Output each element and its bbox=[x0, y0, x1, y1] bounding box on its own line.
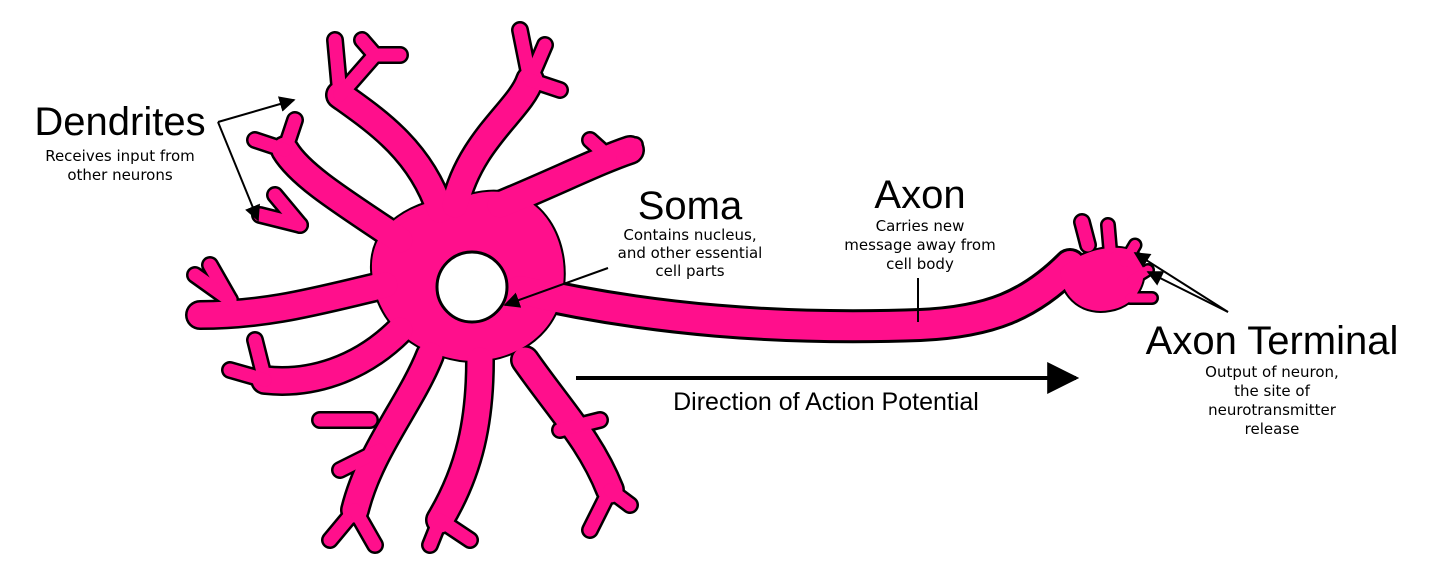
axon-desc-line-3: cell body bbox=[886, 255, 954, 273]
soma-title: Soma bbox=[638, 184, 743, 228]
axon-terminal-title: Axon Terminal bbox=[1146, 319, 1399, 363]
neuron-shape bbox=[185, 21, 1159, 554]
soma-desc-line-1: Contains nucleus, bbox=[623, 226, 756, 244]
soma-desc-line-2: and other essential bbox=[618, 244, 763, 262]
terminal-arrow-lower bbox=[1146, 271, 1229, 313]
dendrites-title: Dendrites bbox=[34, 100, 205, 144]
axon-terminal-desc-line-3: neurotransmitter bbox=[1208, 401, 1337, 419]
pointer-arrows bbox=[217, 96, 1229, 322]
soma-arrow bbox=[503, 267, 609, 308]
direction-label: Direction of Action Potential bbox=[673, 388, 979, 416]
axon-terminal-desc-line-1: Output of neuron, bbox=[1205, 363, 1339, 381]
axon-terminal-desc-line-2: the site of bbox=[1234, 382, 1310, 400]
dendrites-arrow-lower bbox=[217, 121, 260, 222]
axon-desc-line-1: Carries new bbox=[876, 217, 965, 235]
dendrites-arrow-upper bbox=[217, 96, 296, 123]
axon-title: Axon bbox=[874, 173, 965, 217]
terminal-arrow-upper bbox=[1133, 252, 1229, 313]
axon-desc-line-2: message away from bbox=[844, 236, 995, 254]
nucleus bbox=[435, 250, 509, 324]
axon-terminal-desc-line-4: release bbox=[1245, 420, 1300, 438]
dendrites-desc-line-1: Receives input from bbox=[45, 147, 195, 165]
soma-desc-line-3: cell parts bbox=[655, 262, 724, 280]
dendrites-desc-line-2: other neurons bbox=[67, 166, 172, 184]
